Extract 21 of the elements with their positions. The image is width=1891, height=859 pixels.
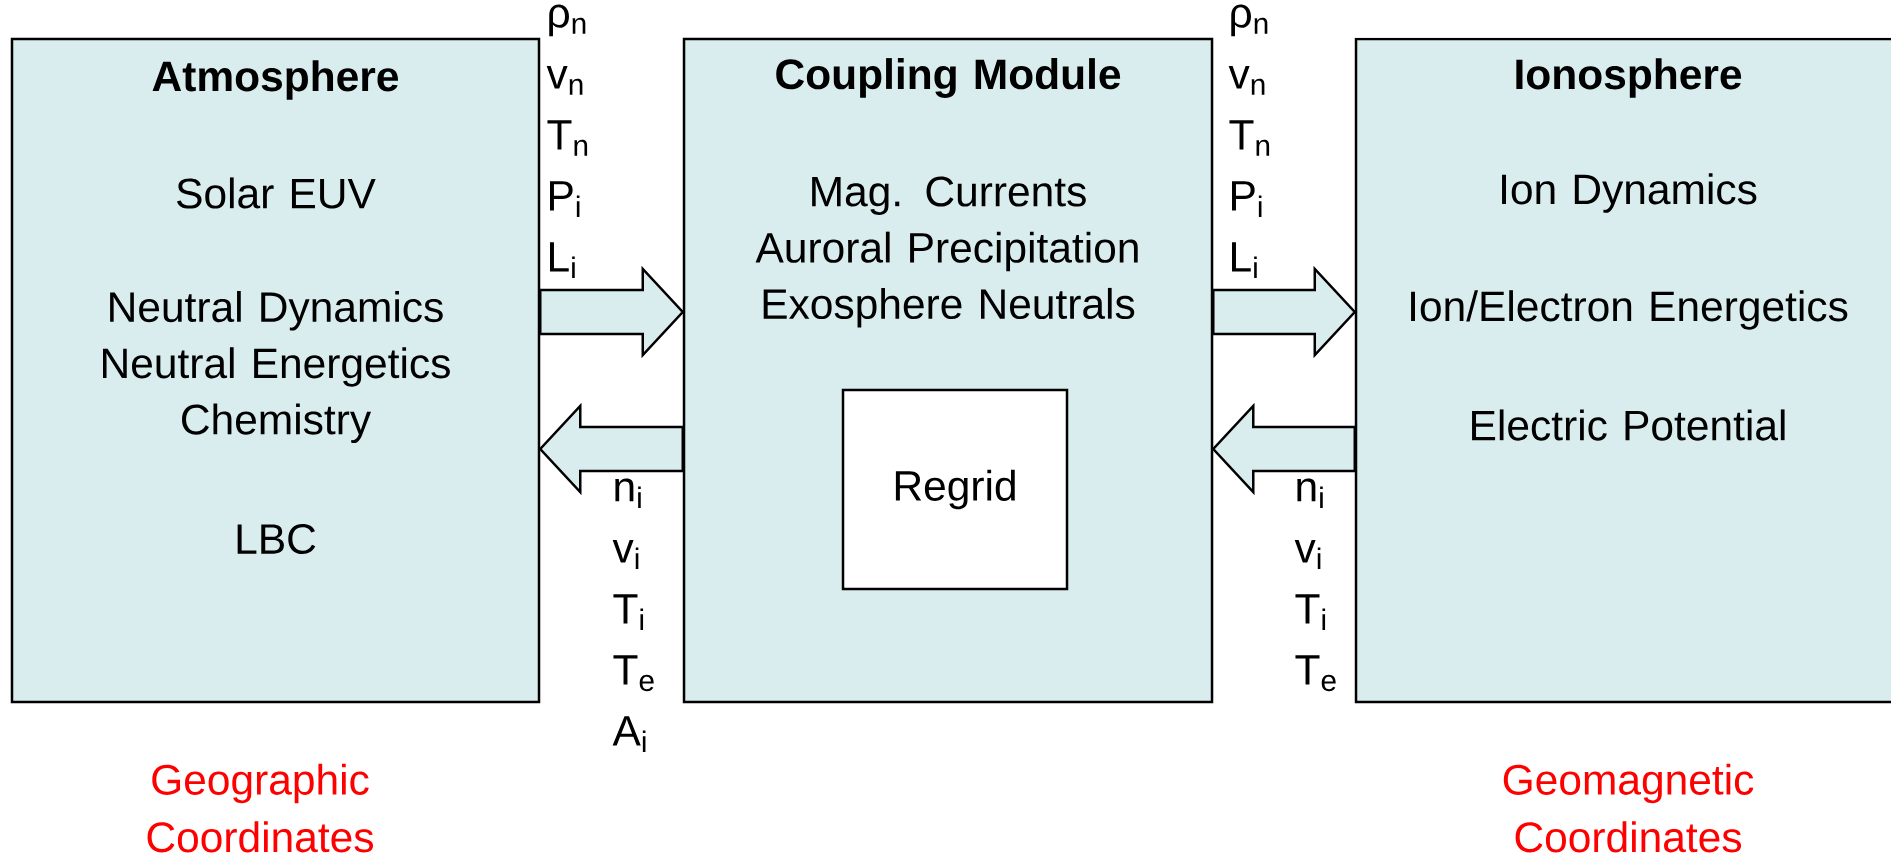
- block-arrow: [539, 265, 685, 359]
- heading: Atmosphere: [152, 60, 399, 100]
- block-arrow: [1212, 265, 1357, 359]
- edge-label: ρ$_{n}$ v$_{n}$ T$_{n}$ P$_{i}$ L$_{i}$: [1228, 4, 1270, 279]
- block-arrow: [538, 402, 684, 496]
- heading: Ionosphere: [1516, 58, 1742, 98]
- heading: Coupling Module: [776, 58, 1121, 98]
- edge-label: n$_{i}$ v$_{i}$ T$_{i}$ T$_{e}$: [1294, 478, 1336, 692]
- coordinate-note: Geomagnetic Coordinates: [1503, 763, 1754, 853]
- module-label: Neutral Dynamics Neutral Energetics Chemistry: [103, 290, 450, 444]
- edge-label: n$_{i}$ v$_{i}$ T$_{i}$ T$_{e}$ A$_{i}$: [612, 478, 654, 753]
- block-arrow: [1211, 402, 1356, 496]
- module-label: Solar EUV: [177, 177, 376, 209]
- module-label: LBC: [237, 523, 316, 555]
- module-label: Electric Potential: [1472, 409, 1785, 441]
- module-label: Ion Dynamics: [1502, 173, 1757, 213]
- module-label: Ion/Electron Energetics: [1411, 290, 1848, 330]
- edge-label: ρ$_{n}$ v$_{n}$ T$_{n}$ P$_{i}$ L$_{i}$: [546, 4, 588, 279]
- coordinate-note: Geographic Coordinates: [147, 763, 373, 853]
- module-label: Regrid: [895, 469, 1015, 510]
- module-label: Mag. Currents Auroral Precipitation Exosphere Neutrals: [755, 176, 1138, 328]
